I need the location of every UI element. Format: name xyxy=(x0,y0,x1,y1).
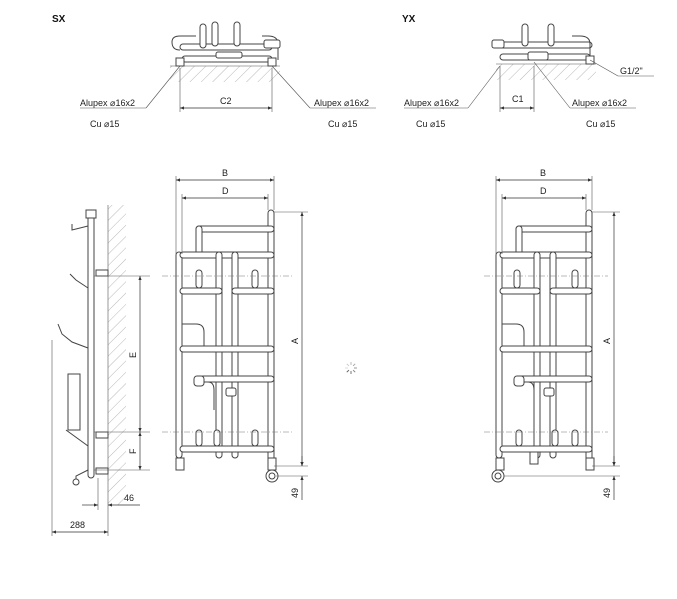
sx-front-left-riser xyxy=(175,251,183,459)
sx-top-right-callout-2: Cu ⌀15 xyxy=(328,119,357,129)
yx-top-view: C1 Alupex ⌀16x2 Cu ⌀15 Alupex ⌀16x2 Cu ⌀… xyxy=(404,23,654,129)
yx-front-view: B D A 49 xyxy=(484,168,620,500)
sx-side-wall-hatch xyxy=(108,205,126,505)
sx-top-rail xyxy=(179,43,273,51)
yx-front-top-rail xyxy=(515,225,593,233)
sx-front-view: B D A 49 xyxy=(162,168,308,500)
sx-top-left-callout-2: Cu ⌀15 xyxy=(90,119,119,129)
sx-view-title: SX xyxy=(52,14,66,25)
yx-front-dim-b: B xyxy=(540,168,546,178)
sx-top-right-callout-1: Alupex ⌀16x2 xyxy=(314,98,369,108)
yx-top-thread-label: G1/2" xyxy=(620,66,643,76)
yx-top-wall-hatch xyxy=(496,64,596,80)
yx-top-dim-c1: C1 xyxy=(512,94,524,104)
yx-top-left-callout-2: Cu ⌀15 xyxy=(416,119,445,129)
yx-top-right-callout-2: Cu ⌀15 xyxy=(586,119,615,129)
yx-top-right-callout-1: Alupex ⌀16x2 xyxy=(572,98,627,108)
sx-front-top-rail xyxy=(195,225,275,233)
sx-top-left-callout-1: Alupex ⌀16x2 xyxy=(80,98,135,108)
sx-side-dim-288: 288 xyxy=(70,520,85,530)
sx-front-right-riser xyxy=(267,209,275,467)
sx-side-dim-e: E xyxy=(128,352,138,358)
sx-top-dim-c2: C2 xyxy=(220,96,232,106)
sx-front-dim-a: A xyxy=(290,338,300,344)
yx-front-left-riser xyxy=(495,251,503,459)
sx-front-dim-b: B xyxy=(222,168,228,178)
sx-front-dim-49: 49 xyxy=(290,488,300,498)
sx-side-riser xyxy=(87,209,95,479)
yx-front-dim-a: A xyxy=(602,338,612,344)
yx-front-right-riser xyxy=(585,209,593,467)
yx-top-left-callout-1: Alupex ⌀16x2 xyxy=(404,98,459,108)
sx-top-view: C2 Alupex ⌀16x2 Cu ⌀15 Alupex ⌀16x2 Cu ⌀… xyxy=(80,21,376,129)
sx-top-wall-hatch xyxy=(170,66,280,82)
yx-view-title: YX xyxy=(402,14,416,25)
sx-side-view: E F 46 288 xyxy=(51,205,150,536)
yx-front-dim-d: D xyxy=(540,186,547,196)
sx-side-dim-f: F xyxy=(128,448,138,454)
spinner-icon xyxy=(345,362,357,374)
yx-front-dim-49: 49 xyxy=(602,488,612,498)
sx-side-dim-46: 46 xyxy=(124,493,134,503)
sx-front-dim-d: D xyxy=(222,186,229,196)
